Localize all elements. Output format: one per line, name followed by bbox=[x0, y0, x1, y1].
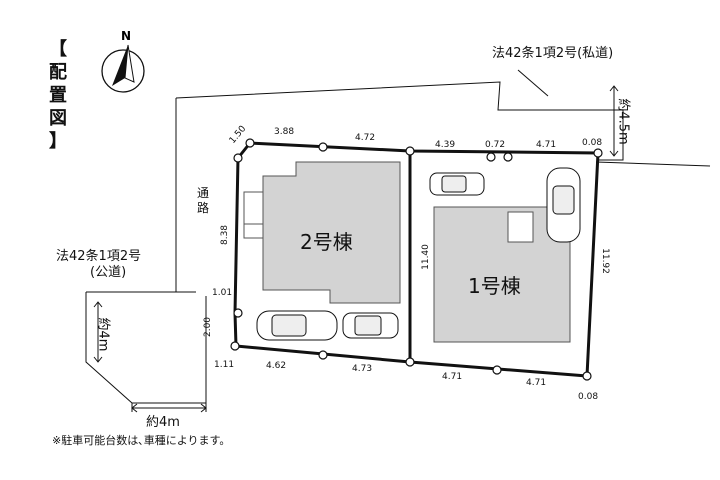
dim-1-11: 1.11 bbox=[214, 360, 235, 370]
building-1-porch bbox=[507, 211, 534, 243]
dim-4-39: 4.39 bbox=[435, 140, 456, 150]
private-road-width: 約4.5m bbox=[615, 98, 631, 145]
car-icon bbox=[256, 310, 338, 341]
dim-4-73: 4.73 bbox=[352, 364, 373, 374]
dim-11-40: 11.40 bbox=[420, 244, 431, 270]
dim-3-88: 3.88 bbox=[274, 127, 295, 137]
public-road-label: 法42条1項2号 bbox=[56, 249, 142, 264]
public-road-width-vertical: 約4m bbox=[95, 317, 111, 352]
dim-0-08-bottom: 0.08 bbox=[578, 392, 599, 402]
dim-8-38: 8.38 bbox=[220, 224, 231, 246]
dim-11-92: 11.92 bbox=[599, 248, 610, 274]
north-label: N bbox=[121, 29, 131, 43]
dim-0-72: 0.72 bbox=[485, 140, 506, 150]
building-2-footprint bbox=[262, 161, 401, 304]
building-2-label: 2号棟 bbox=[300, 230, 353, 254]
road-outline bbox=[85, 81, 711, 404]
dim-2-00: 2.00 bbox=[203, 316, 214, 338]
north-arrow-icon: N bbox=[101, 29, 145, 93]
car-icon bbox=[546, 167, 581, 243]
dim-4-71-bottom-2: 4.71 bbox=[526, 378, 547, 388]
private-road-label: 法42条1項2号(私道) bbox=[492, 46, 614, 61]
public-road-width-horizontal: 約4m bbox=[146, 415, 180, 430]
dim-0-08-top: 0.08 bbox=[582, 138, 603, 148]
dim-1-01: 1.01 bbox=[212, 288, 233, 298]
car-icon bbox=[342, 312, 399, 339]
road-width-arrows bbox=[93, 69, 619, 413]
dim-4-62: 4.62 bbox=[266, 361, 287, 371]
public-road-label-2: (公道) bbox=[90, 265, 127, 280]
dim-4-71-top: 4.71 bbox=[536, 140, 557, 150]
passage-label: 通 路 bbox=[196, 186, 209, 215]
boundary-markers bbox=[230, 138, 603, 381]
dim-4-71-bottom-1: 4.71 bbox=[442, 372, 463, 382]
building-2-porch bbox=[243, 191, 264, 239]
page-title: 【 配 置 図 】 bbox=[49, 39, 67, 152]
car-icon bbox=[429, 172, 485, 196]
dim-4-72: 4.72 bbox=[355, 133, 376, 143]
building-1-footprint bbox=[433, 206, 571, 343]
building-1-label: 1号棟 bbox=[468, 274, 521, 298]
parking-note: ※駐車可能台数は､車種によります。 bbox=[52, 434, 231, 447]
